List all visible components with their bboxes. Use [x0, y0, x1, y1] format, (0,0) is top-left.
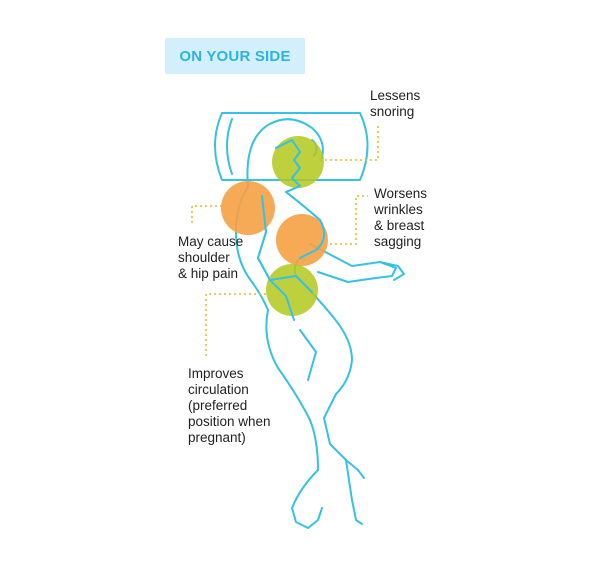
hip-overlay [269, 275, 313, 321]
calf-front [345, 459, 363, 525]
leader-snoring [320, 126, 379, 161]
label-wrinkles: Worsens wrinkles & breast sagging [374, 186, 428, 249]
hand [379, 261, 405, 281]
label-snoring: Lessens snoring [370, 88, 421, 119]
hair-outline [246, 118, 324, 188]
label-shoulder: May cause shoulder & hip pain [178, 234, 244, 281]
label-circulation: Improves circulation (preferred position… [188, 366, 271, 445]
title-box: ON YOUR SIDE [165, 38, 305, 74]
leader-lines [191, 126, 379, 358]
upper-arm [309, 243, 397, 283]
page-title: ON YOUR SIDE [179, 47, 291, 65]
leader-shoulder [191, 205, 222, 226]
chest-overlay [285, 191, 326, 259]
front-leg [323, 393, 365, 479]
hip-outline [265, 309, 319, 471]
drawback-circle-chest [276, 214, 328, 266]
face-profile-overlay [275, 139, 301, 193]
leader-wrinkles [330, 195, 368, 245]
drawback-circle-shoulder [221, 181, 275, 235]
foot-back [307, 507, 323, 529]
back-leg [291, 469, 319, 529]
benefit-circle-hip [266, 264, 318, 316]
leader-circulation [205, 293, 266, 358]
knee-line [299, 329, 317, 381]
pillow-outline [214, 112, 369, 181]
torso-overlay [257, 195, 297, 281]
pillow-seam [226, 118, 233, 175]
benefit-circle-head [272, 136, 324, 188]
